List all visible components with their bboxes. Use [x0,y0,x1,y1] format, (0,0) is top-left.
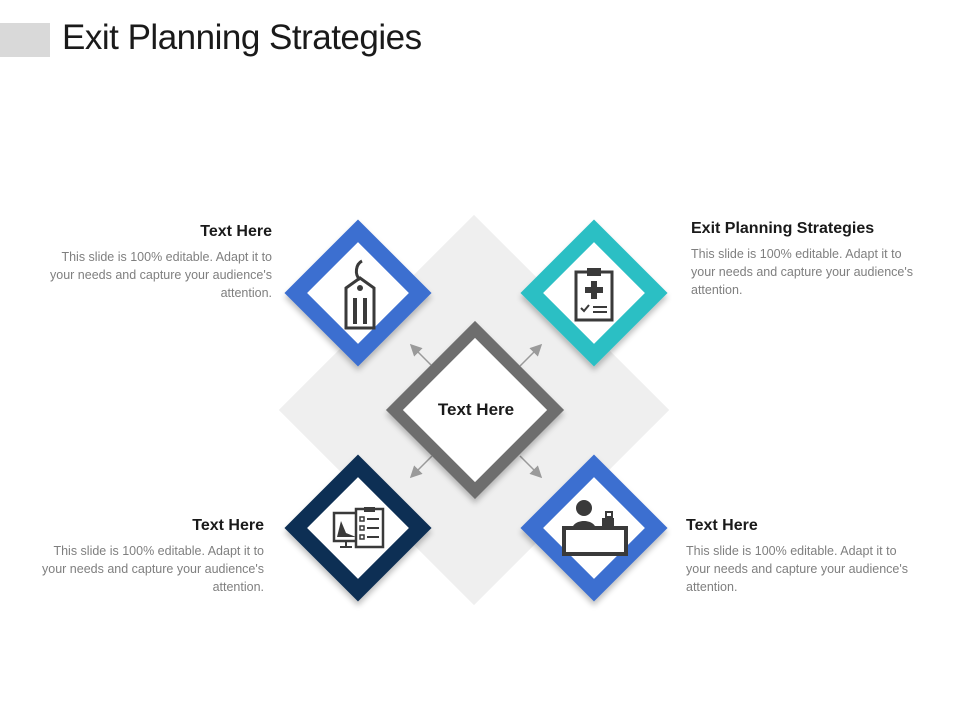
block-heading: Text Here [200,223,272,240]
text-block-top-right: Exit Planning Strategies This slide is 1… [691,220,916,299]
center-label: Text Here [437,400,515,419]
text-block-top-left: Text Here This slide is 100% editable. A… [47,223,272,302]
block-body: This slide is 100% editable. Adapt it to… [42,544,264,594]
medical-clipboard-icon [574,268,614,322]
title-accent-bar [0,23,50,57]
block-body: This slide is 100% editable. Adapt it to… [50,250,272,300]
report-chart-icon [332,507,385,549]
block-body: This slide is 100% editable. Adapt it to… [691,247,913,297]
slide-title: Exit Planning Strategies [62,18,422,57]
block-heading: Exit Planning Strategies [691,220,875,237]
block-body: This slide is 100% editable. Adapt it to… [686,544,908,594]
reception-desk-icon [562,500,628,556]
block-heading: Text Here [192,517,264,534]
price-tag-icon [344,259,376,330]
text-block-bottom-right: Text Here This slide is 100% editable. A… [686,517,911,596]
block-heading: Text Here [686,517,758,534]
text-block-bottom-left: Text Here This slide is 100% editable. A… [39,517,264,596]
